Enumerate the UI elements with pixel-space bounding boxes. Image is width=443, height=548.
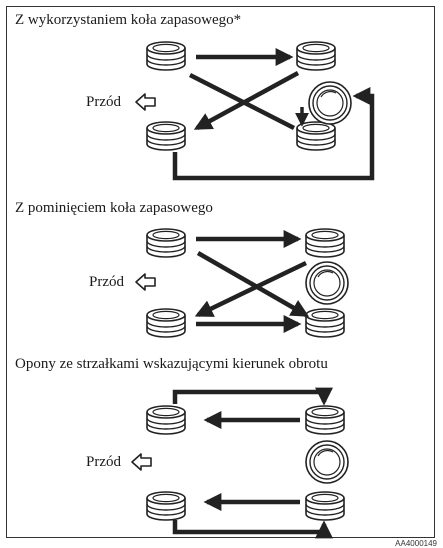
spare-wheel-icon (308, 81, 352, 125)
spare-wheel-icon (305, 440, 349, 484)
tire-icon (146, 308, 186, 338)
tire-icon (146, 228, 186, 258)
front-label-directional: Przód (86, 454, 121, 470)
rotation-arrow (188, 72, 296, 131)
hollow-left-arrow-icon (135, 93, 156, 111)
rotation-arrow (193, 71, 300, 130)
rotation-arrow (196, 251, 310, 317)
tire-icon (296, 121, 336, 151)
tire-icon (146, 405, 186, 435)
figure-frame (6, 6, 435, 538)
section-title-directional: Opony ze strzałkami wskazującymi kierune… (15, 356, 328, 372)
section-directional (131, 387, 349, 539)
tire-icon (305, 308, 345, 338)
hollow-left-arrow-icon (135, 273, 156, 291)
tire-icon (146, 491, 186, 521)
section-with-spare (135, 41, 375, 181)
hollow-left-arrow-icon (131, 453, 152, 471)
rotation-arrow (194, 260, 307, 318)
rotation-arrow (172, 520, 333, 539)
rotation-arrow (172, 387, 333, 406)
tire-icon (305, 228, 345, 258)
spare-wheel-icon (305, 261, 349, 305)
section-title-with-spare: Z wykorzystaniem koła zapasowego* (15, 12, 242, 28)
rotation-arrow (172, 87, 375, 181)
tire-icon (146, 121, 186, 151)
figure-code: AA4000149 (395, 539, 437, 548)
front-label-without-spare: Przód (89, 274, 124, 290)
tire-icon (305, 491, 345, 521)
tire-icon (146, 41, 186, 71)
front-label-with-spare: Przód (86, 94, 121, 110)
section-without-spare (135, 228, 349, 338)
section-title-without-spare: Z pominięciem koła zapasowego (15, 200, 213, 216)
tire-icon (305, 405, 345, 435)
tire-icon (296, 41, 336, 71)
